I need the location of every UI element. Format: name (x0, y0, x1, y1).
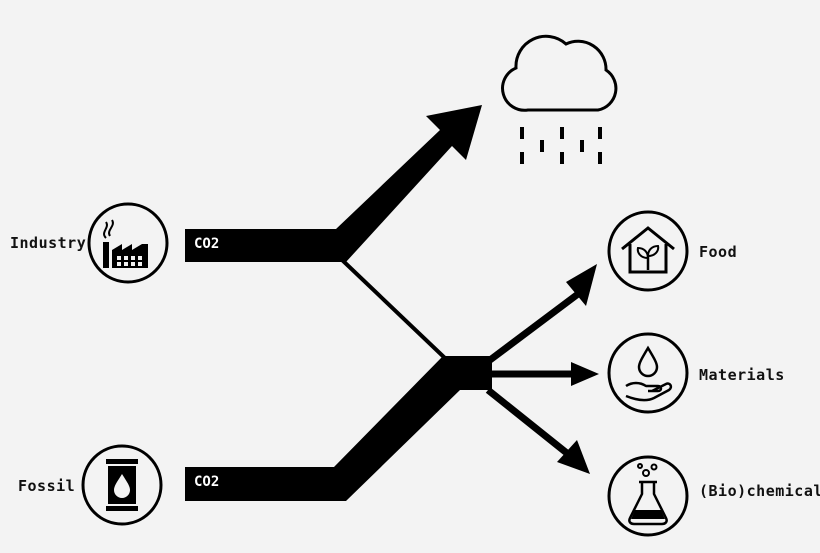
industry-co2-label: CO2 (194, 236, 220, 252)
hand-drop-icon (607, 332, 689, 414)
rain-cloud-icon (501, 34, 618, 164)
arrow-to-materials (490, 362, 599, 386)
industry-co2-band (185, 105, 482, 262)
flask-icon (607, 455, 689, 537)
greenhouse-plant-icon (607, 210, 689, 292)
arrow-to-food (487, 264, 597, 363)
fossil-co2-label: CO2 (194, 474, 220, 490)
chemicals-label: (Bio)chemicals (699, 482, 820, 500)
fossil-co2-band (185, 356, 492, 501)
food-label: Food (699, 243, 738, 261)
fossil-label: Fossil (18, 477, 76, 495)
arrow-to-chemicals (485, 387, 590, 474)
industry-to-hub-line (338, 256, 449, 362)
materials-label: Materials (699, 366, 785, 384)
oil-barrel-icon (81, 444, 163, 526)
industry-label: Industry (10, 234, 87, 252)
factory-icon (87, 202, 169, 284)
